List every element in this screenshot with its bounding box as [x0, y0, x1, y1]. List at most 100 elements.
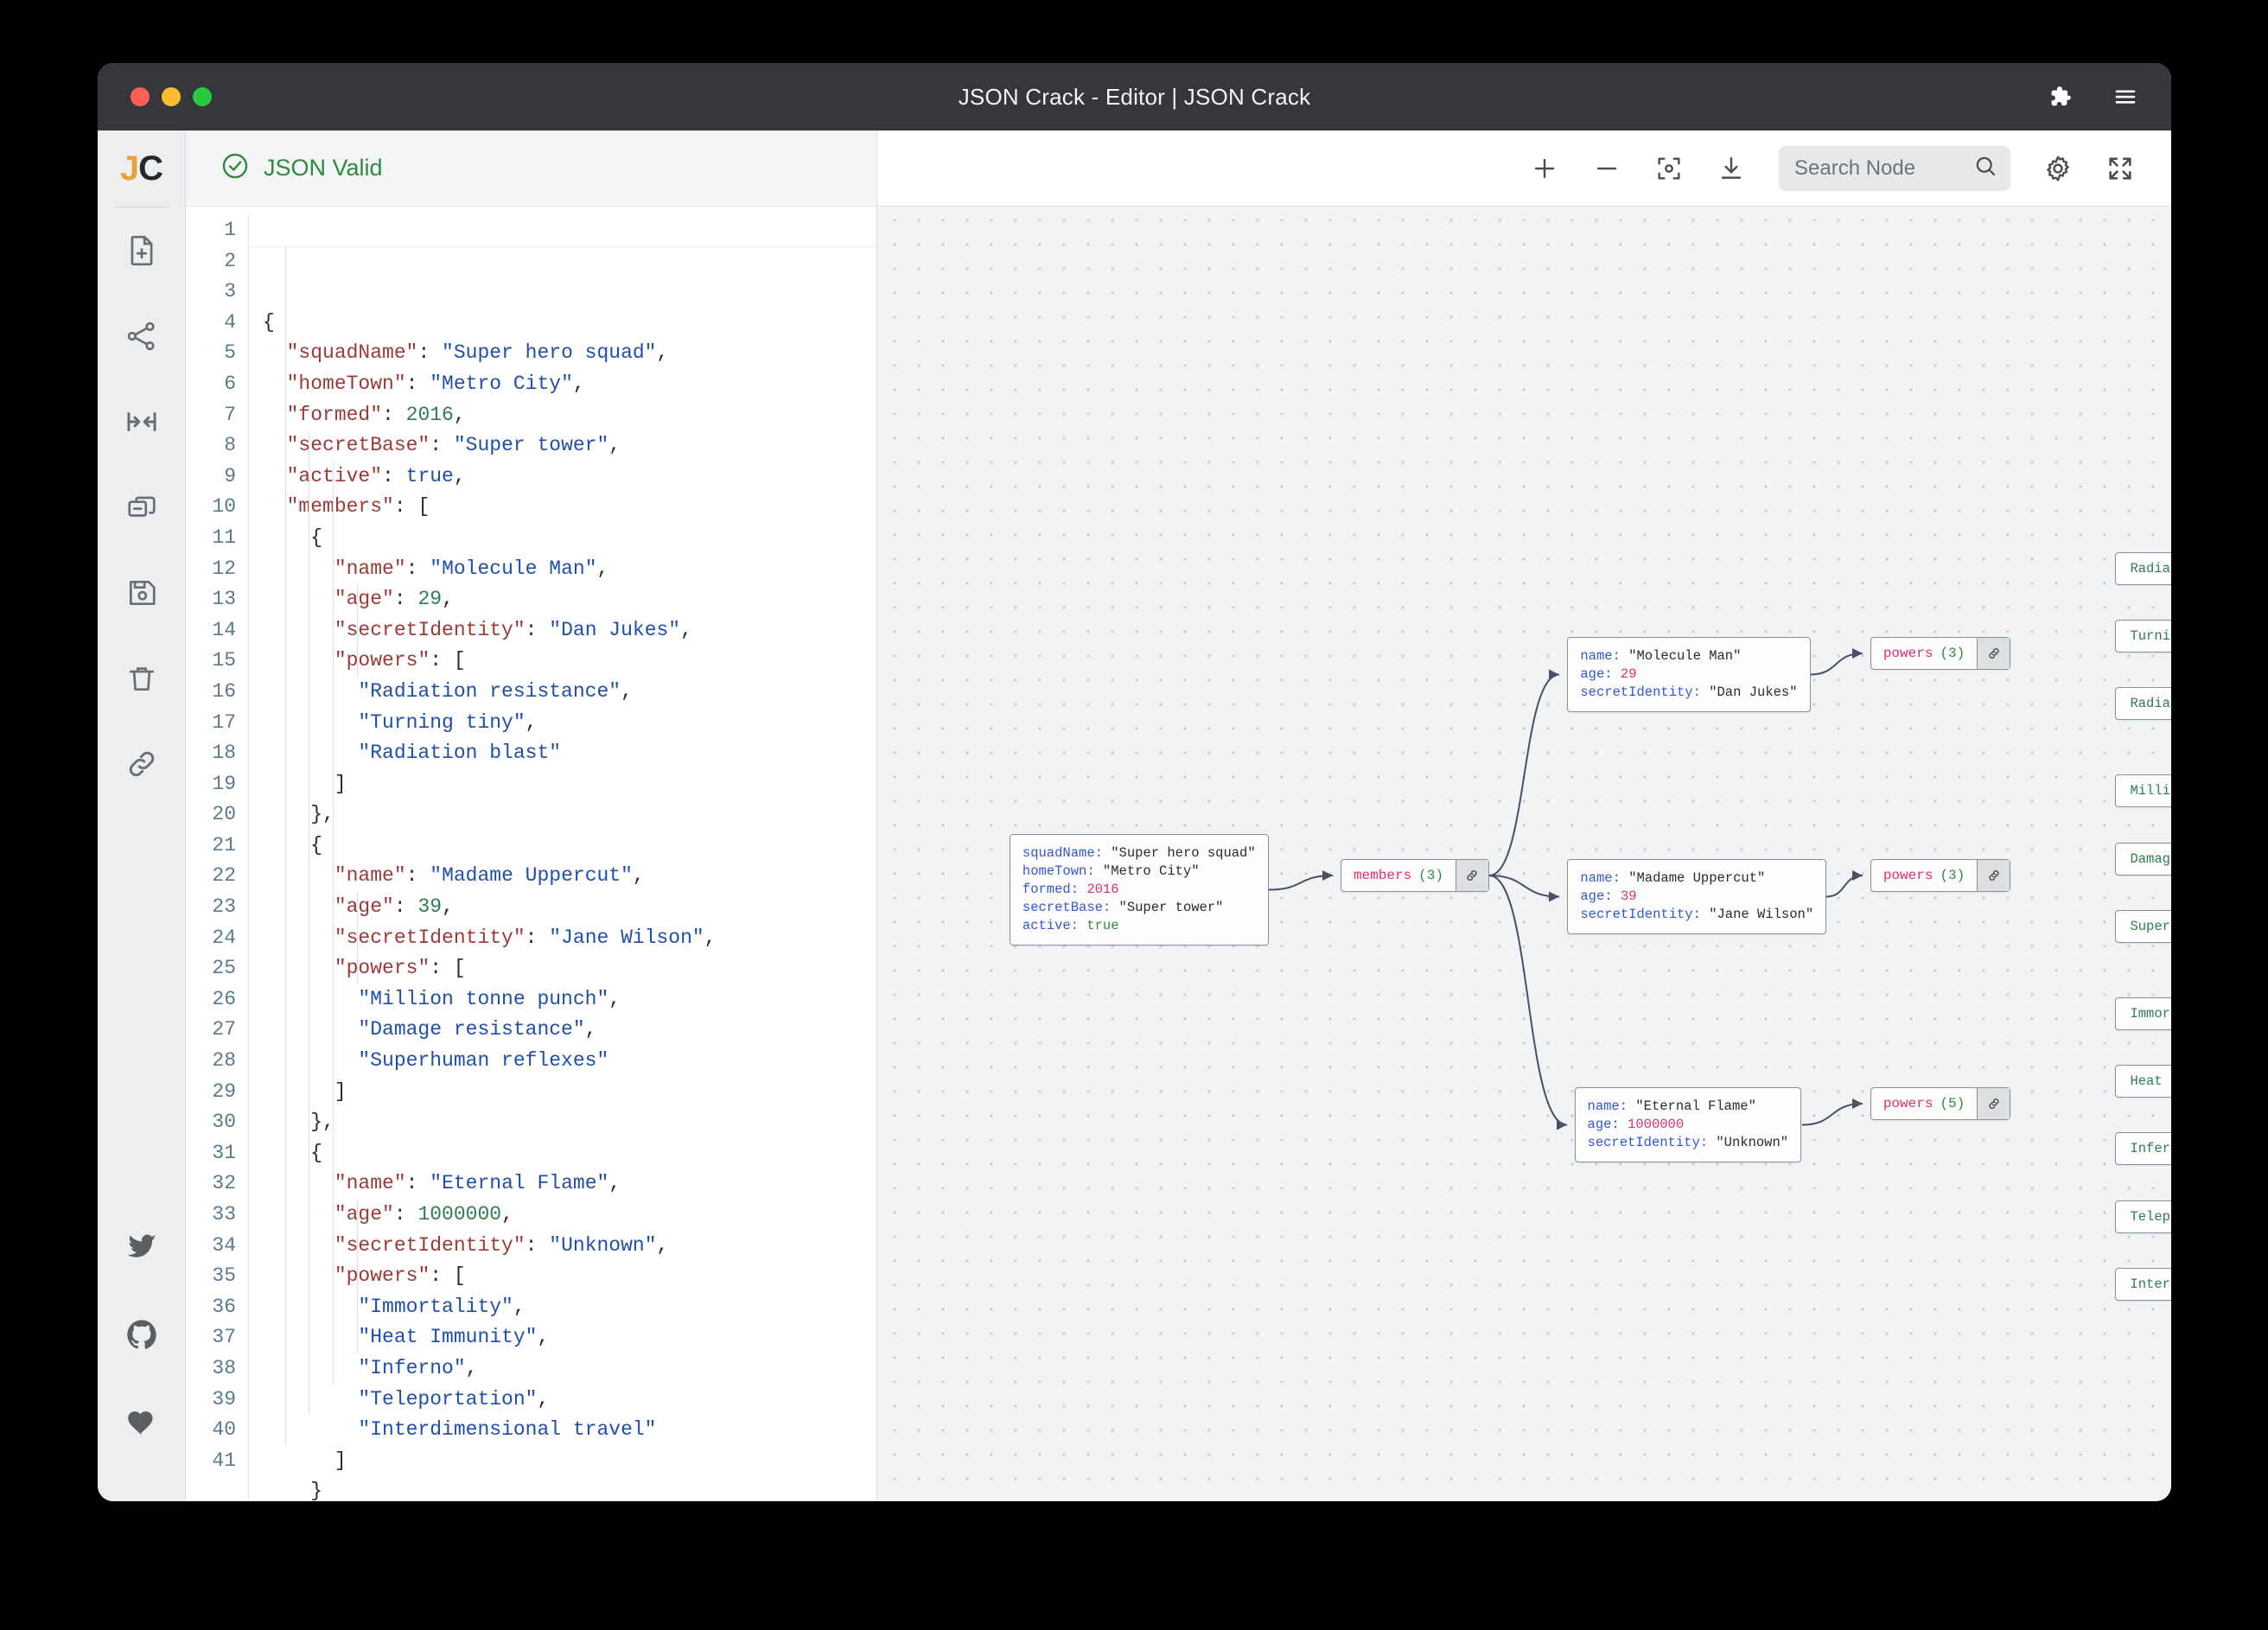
graph-node-leaf[interactable]: Immortality [2115, 997, 2171, 1030]
code-line[interactable]: "Turning tiny", [263, 708, 876, 739]
code-line[interactable]: "secretIdentity": "Dan Jukes", [263, 615, 876, 646]
graph-node-p1[interactable]: powers(3) [1870, 859, 2010, 892]
code-line[interactable]: { [263, 523, 876, 554]
search-node-box[interactable] [1779, 146, 2010, 191]
code-line[interactable]: "age": 39, [263, 892, 876, 923]
code-line[interactable]: "secretBase": "Super tower", [263, 430, 876, 462]
sidebar-item-github[interactable] [98, 1290, 185, 1378]
code-line[interactable]: "Superhuman reflexes" [263, 1046, 876, 1077]
sidebar-item-link[interactable] [98, 721, 185, 806]
graph-node-leaf[interactable]: Interdimensional travel [2115, 1268, 2171, 1301]
graph-node-leaf[interactable]: Damage resistance [2115, 843, 2171, 875]
code-line[interactable]: { [263, 308, 876, 339]
search-node-input[interactable] [1794, 156, 1964, 181]
code-line[interactable]: "members": [ [263, 492, 876, 523]
code-line[interactable]: { [263, 831, 876, 862]
code-line[interactable]: "age": 1000000, [263, 1200, 876, 1231]
graph-node-leaf[interactable]: Radiation blast [2115, 687, 2171, 720]
graph-node-key: name: [1588, 1098, 1636, 1114]
code-line[interactable]: "Million tonne punch", [263, 984, 876, 1016]
code-token-punc: , [585, 1018, 597, 1041]
code-line[interactable]: } [263, 1476, 876, 1501]
zoom-in-icon[interactable] [1530, 154, 1559, 183]
graph-node-leaf[interactable]: Teleportation [2115, 1200, 2171, 1233]
graph-node-leaf[interactable]: Heat Immunity [2115, 1065, 2171, 1098]
search-icon[interactable] [1972, 153, 1998, 183]
graph-node-members[interactable]: members(3) [1341, 859, 1489, 892]
code-line[interactable]: "powers": [ [263, 1261, 876, 1292]
graph-node-leaf[interactable]: Radiation resistance [2115, 552, 2171, 585]
download-icon[interactable] [1717, 154, 1746, 183]
code-line[interactable]: { [263, 1138, 876, 1169]
code-line[interactable]: }, [263, 1107, 876, 1138]
zoom-out-icon[interactable] [1592, 154, 1621, 183]
graph-node-m0[interactable]: name: "Molecule Man"age: 29secretIdentit… [1567, 637, 1810, 712]
link-icon[interactable] [1977, 638, 2010, 669]
graph-node-leaf[interactable]: Inferno [2115, 1132, 2171, 1165]
code-line[interactable]: ] [263, 1077, 876, 1108]
code-line[interactable]: "Radiation blast" [263, 738, 876, 769]
sidebar-item-twitter[interactable] [98, 1202, 185, 1290]
code-line[interactable]: "name": "Eternal Flame", [263, 1168, 876, 1200]
code-line[interactable]: "Damage resistance", [263, 1015, 876, 1046]
graph-node-p2[interactable]: powers(5) [1870, 1087, 2010, 1120]
sidebar-item-delete[interactable] [98, 635, 185, 721]
code-line[interactable]: "homeTown": "Metro City", [263, 369, 876, 400]
code-line[interactable]: "formed": 2016, [263, 400, 876, 431]
menu-icon[interactable] [2112, 84, 2138, 110]
brand-logo[interactable]: JC [98, 131, 185, 207]
graph-node-row: name: "Madame Uppercut" [1580, 869, 1813, 888]
code-line[interactable]: "secretIdentity": "Jane Wilson", [263, 923, 876, 954]
code-token-key: "name" [334, 864, 406, 887]
code-line[interactable]: "powers": [ [263, 646, 876, 677]
graph-node-leaf[interactable]: Turning tiny [2115, 620, 2171, 653]
code-line[interactable]: "age": 29, [263, 584, 876, 615]
code-line[interactable]: }, [263, 799, 876, 831]
maximize-window-button[interactable] [193, 87, 212, 106]
code-line[interactable]: "squadName": "Super hero squad", [263, 338, 876, 369]
sidebar-item-fit-width[interactable] [98, 379, 185, 464]
graph-node-m1[interactable]: name: "Madame Uppercut"age: 39secretIden… [1567, 859, 1826, 934]
code-line[interactable]: "Interdimensional travel" [263, 1415, 876, 1446]
code-line[interactable]: "Inferno", [263, 1353, 876, 1385]
json-code-editor[interactable]: 1234567891011121314151617181920212223242… [186, 207, 876, 1501]
graph-canvas[interactable]: squadName: "Super hero squad"homeTown: "… [877, 207, 2171, 1501]
code-line[interactable]: "Heat Immunity", [263, 1322, 876, 1353]
sidebar-item-copy[interactable] [98, 464, 185, 550]
graph-node-leaf[interactable]: Million tonne punch [2115, 774, 2171, 807]
gear-icon[interactable] [2043, 154, 2073, 183]
code-line[interactable]: "active": true, [263, 462, 876, 493]
left-sidebar: JC [98, 131, 186, 1501]
line-number: 18 [186, 738, 236, 769]
link-icon[interactable] [1456, 860, 1488, 891]
code-line[interactable]: "Radiation resistance", [263, 677, 876, 708]
graph-node-root[interactable]: squadName: "Super hero squad"homeTown: "… [1010, 834, 1269, 946]
graph-node-p0[interactable]: powers(3) [1870, 637, 2010, 670]
fullscreen-icon[interactable] [2106, 154, 2135, 183]
center-view-icon[interactable] [1654, 154, 1684, 183]
code-line[interactable]: "name": "Madame Uppercut", [263, 861, 876, 892]
sidebar-item-save[interactable] [98, 550, 185, 635]
sidebar-item-new-document[interactable] [98, 207, 185, 293]
code-text[interactable]: { "squadName": "Super hero squad", "home… [249, 215, 876, 1501]
code-line[interactable]: "Teleportation", [263, 1385, 876, 1416]
link-icon[interactable] [1977, 1088, 2010, 1119]
extensions-icon[interactable] [2047, 84, 2073, 110]
sidebar-item-share[interactable] [98, 293, 185, 379]
code-line[interactable]: "powers": [ [263, 953, 876, 984]
code-token-num: 29 [417, 588, 442, 610]
graph-node-leaf[interactable]: Superhuman reflexes [2115, 910, 2171, 943]
close-window-button[interactable] [131, 87, 150, 106]
code-token-str: "Metro City" [430, 372, 573, 395]
sidebar-item-sponsor[interactable] [98, 1378, 185, 1467]
link-icon[interactable] [1977, 860, 2010, 891]
code-line[interactable]: ] [263, 769, 876, 800]
graph-node-m2[interactable]: name: "Eternal Flame"age: 1000000secretI… [1575, 1087, 1802, 1162]
validity-bar: JSON Valid [186, 131, 876, 207]
code-line[interactable]: "Immortality", [263, 1292, 876, 1323]
code-line[interactable]: "secretIdentity": "Unknown", [263, 1231, 876, 1262]
code-line[interactable]: "name": "Molecule Man", [263, 554, 876, 585]
minimize-window-button[interactable] [162, 87, 181, 106]
graph-pane[interactable]: squadName: "Super hero squad"homeTown: "… [877, 131, 2171, 1501]
code-line[interactable]: ] [263, 1446, 876, 1477]
